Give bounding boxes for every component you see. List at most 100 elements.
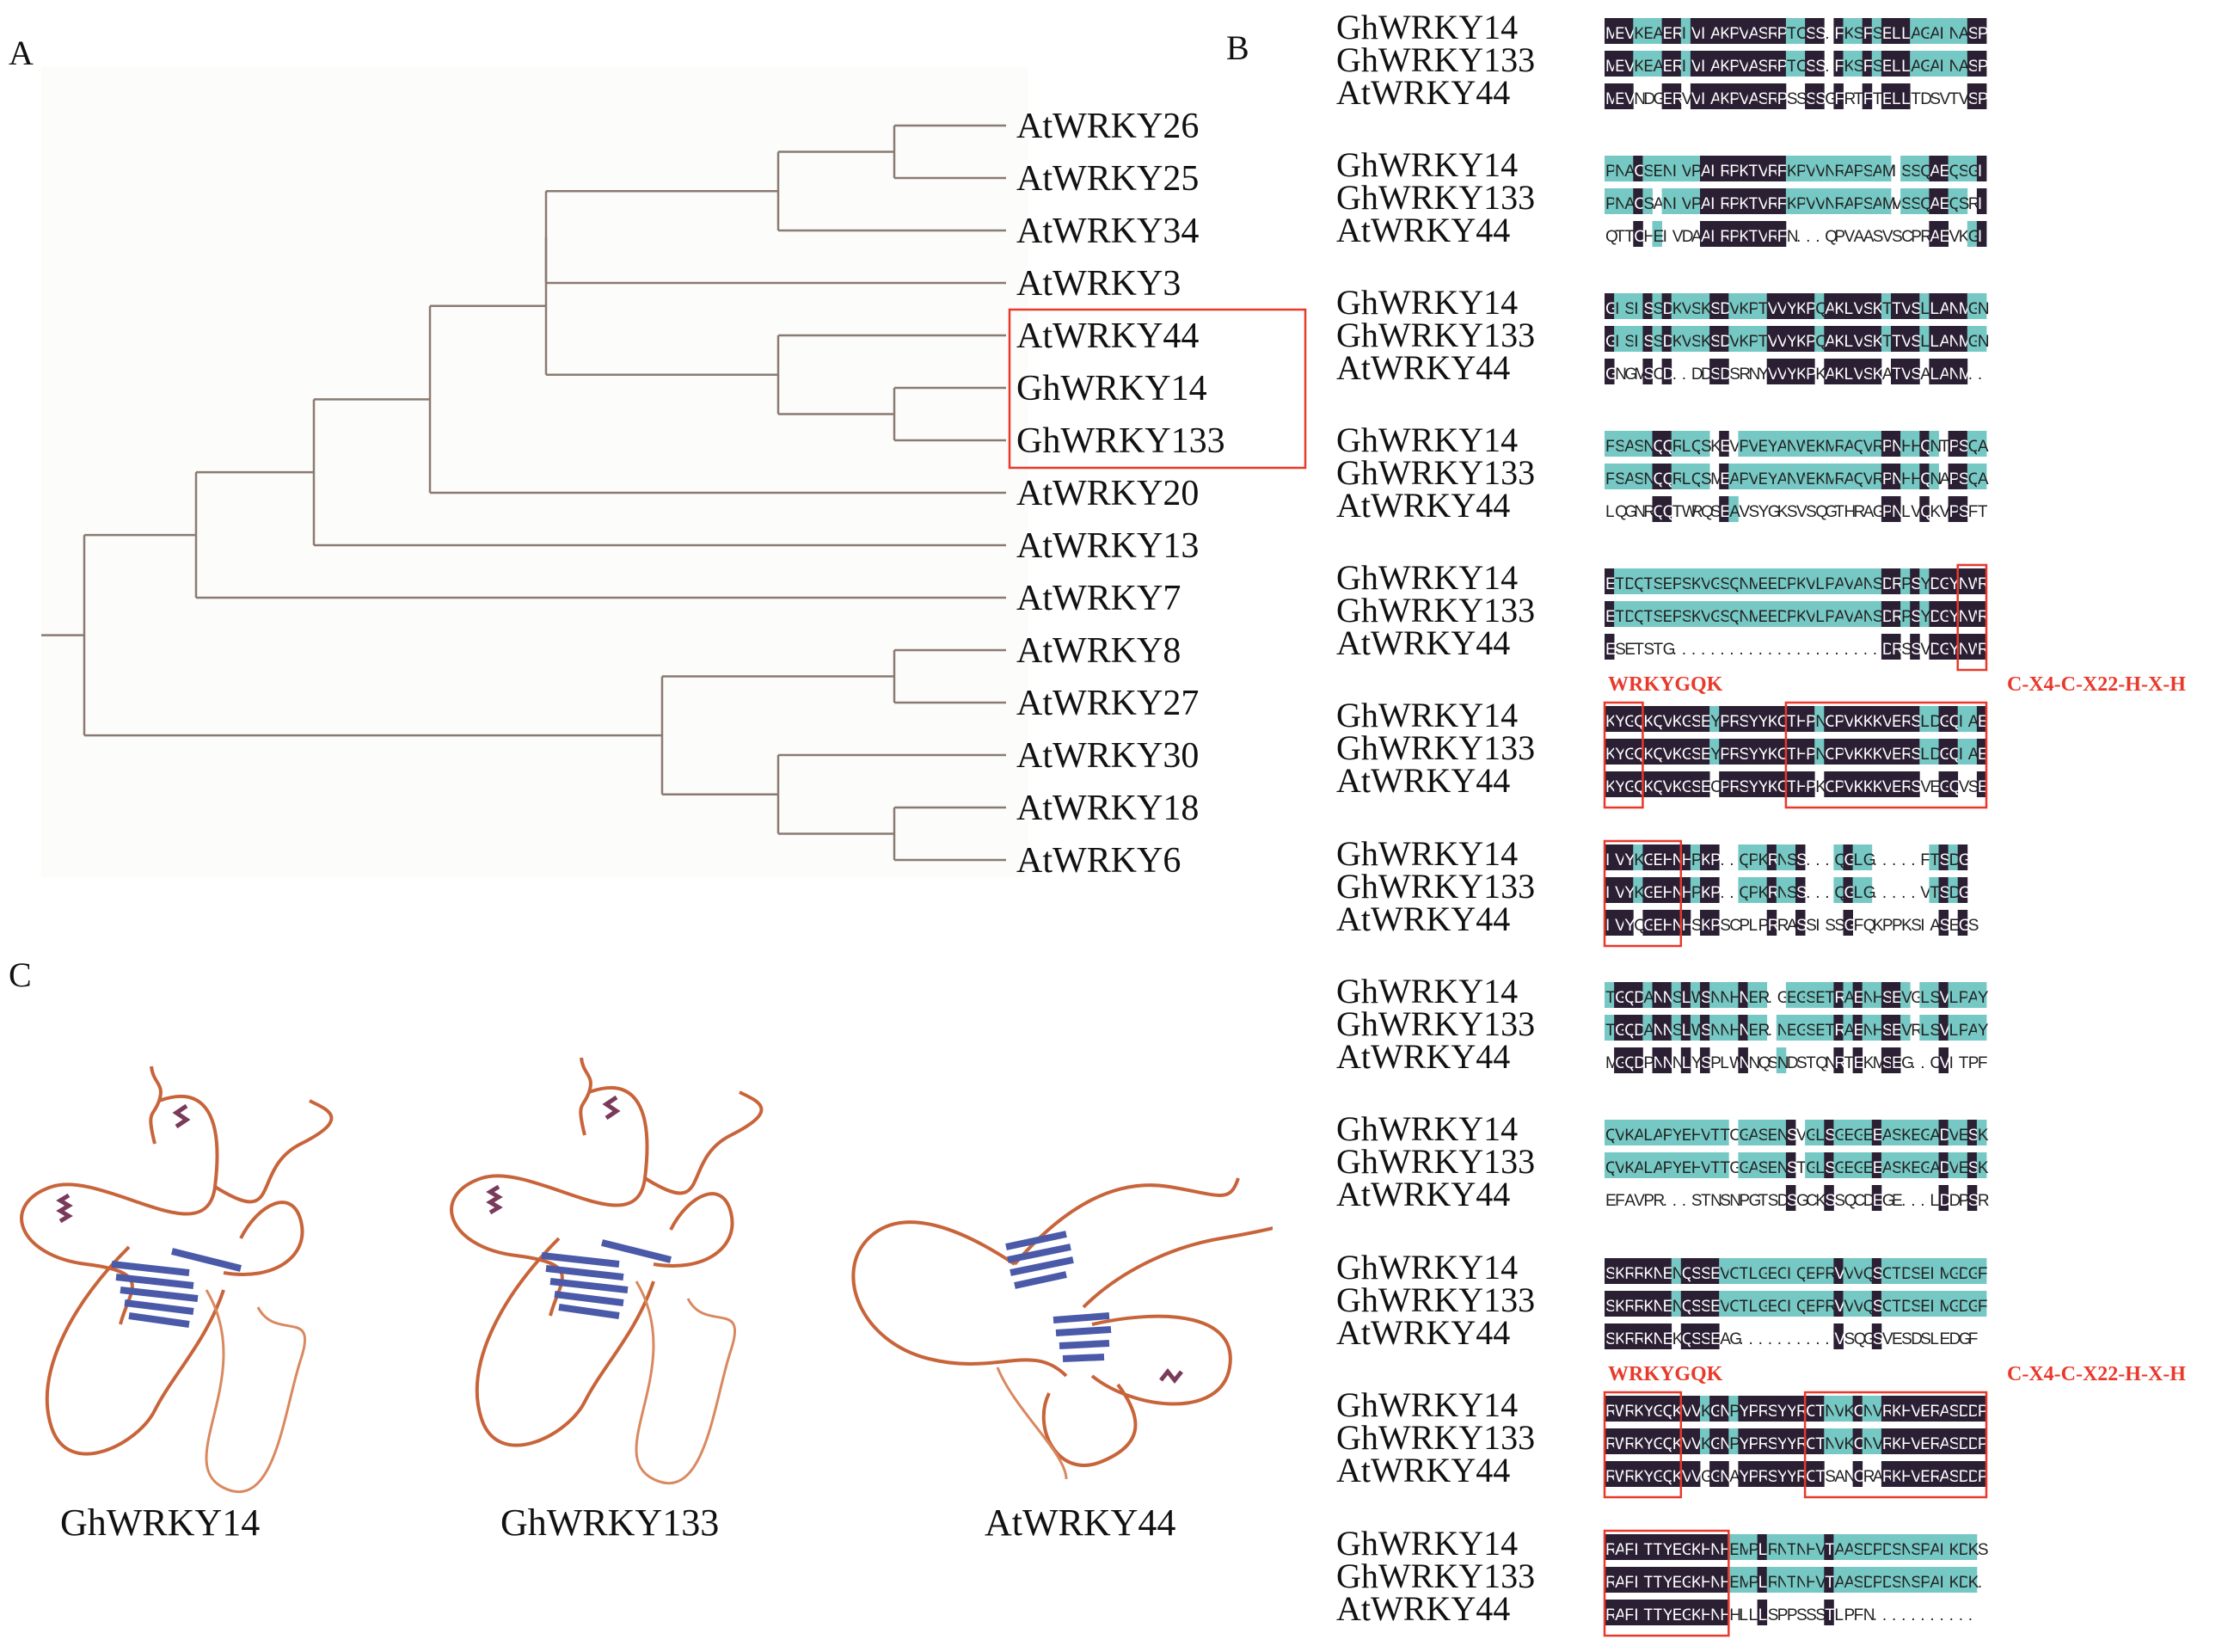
sequence-name: GhWRKY14 [1336,145,1518,184]
residue: I [1634,1606,1638,1624]
residue: S [1930,90,1941,108]
residue: L [1854,851,1863,869]
residue-shade [1680,18,1691,44]
residue: S [1892,228,1903,246]
residue-shade [1938,156,1949,181]
residue: P [1911,228,1922,246]
residue: L [1930,1192,1939,1210]
residue: L [1844,365,1854,384]
residue-shade [1738,221,1748,247]
residue: A [1624,195,1636,213]
residue: I [1959,746,1963,764]
residue: . [1758,1330,1763,1348]
residue: F [1968,503,1979,521]
residue: I [1940,1541,1944,1559]
residue: I [1634,333,1638,351]
residue: L [1605,503,1615,521]
residue-shade [1833,51,1844,77]
residue: . [1911,884,1915,902]
residue: A [1930,25,1941,43]
residue: V [1940,90,1951,108]
residue-shade [1948,156,1959,181]
residue-shade [1919,51,1930,77]
residue-shade [1652,51,1662,77]
residue: . [1777,641,1782,659]
residue-shade [1976,156,1987,181]
residue: I [1605,884,1610,902]
residue: . [1787,641,1791,659]
residue: F [1978,1054,1988,1072]
residue: F [1615,1192,1625,1210]
residue: I [1672,163,1677,181]
residue-shade [1766,221,1777,247]
residue: V [1815,195,1826,213]
residue-shade [1938,188,1949,214]
residue: E [1654,228,1665,246]
residue: S [1863,195,1875,213]
residue: L [1682,470,1691,488]
residue: R [1978,608,1990,626]
residue-shade [1852,51,1863,77]
tree-leaf-label: AtWRKY34 [1016,212,1199,251]
residue-shade [1929,221,1939,247]
residue-shade [1614,18,1624,44]
residue-shade [1690,18,1701,44]
residue-shade [1776,221,1787,247]
residue-shade [1929,18,1939,44]
residue: . [1682,641,1686,659]
residue-shade [1738,18,1748,44]
residue: A [1873,163,1884,181]
residue: S [1968,917,1979,935]
residue-shade [1709,18,1720,44]
residue: F [1854,1606,1864,1624]
residue: E [1663,90,1674,108]
residue: . [1720,884,1724,902]
tree-leaf-label: AtWRKY20 [1016,474,1199,513]
residue-shade [1785,51,1796,77]
residue-shade [1852,18,1863,44]
tree-leaf-label: AtWRKY25 [1016,159,1199,199]
residue: V [1682,195,1693,213]
residue: L [1930,333,1939,351]
residue-shade [1871,156,1882,181]
residue: S [1815,90,1826,108]
residue-shade [1747,156,1758,181]
residue-shade [1728,221,1739,247]
residue: L [1920,713,1930,731]
residue-shade [1747,18,1758,44]
residue: S [1968,90,1979,108]
residue: L [1930,365,1939,384]
sequence-name: AtWRKY44 [1336,761,1510,800]
sequence-name: AtWRKY44 [1336,348,1510,387]
residue-shade [1728,18,1739,44]
residue-shade [1862,18,1873,44]
residue: . [1968,365,1973,384]
residue: T [1615,228,1625,246]
residue: . [1834,641,1838,659]
residue: K [1720,25,1731,43]
residue: L [1749,1606,1758,1624]
residue: A [1710,25,1722,43]
residue: P [1729,195,1740,213]
residue-shade [1957,51,1968,77]
residue: P [1796,195,1807,213]
residue-shade [1805,18,1815,44]
residue: V [1624,25,1636,43]
residue: R [1672,90,1685,108]
residue-shade [1709,221,1720,247]
residue: L [1920,300,1930,318]
residue: F [1777,163,1788,181]
residue-shade [1766,51,1777,77]
residue: T [1873,90,1883,108]
residue: P [1978,90,1989,108]
residue-shade [1605,156,1615,181]
residue-shade [1967,18,1978,44]
residue-shade [1690,188,1701,214]
residue: F [1978,1298,1988,1316]
residue: F [1777,195,1788,213]
residue-shade [1728,156,1739,181]
residue-shade [1957,156,1968,181]
residue: . [1873,641,1877,659]
